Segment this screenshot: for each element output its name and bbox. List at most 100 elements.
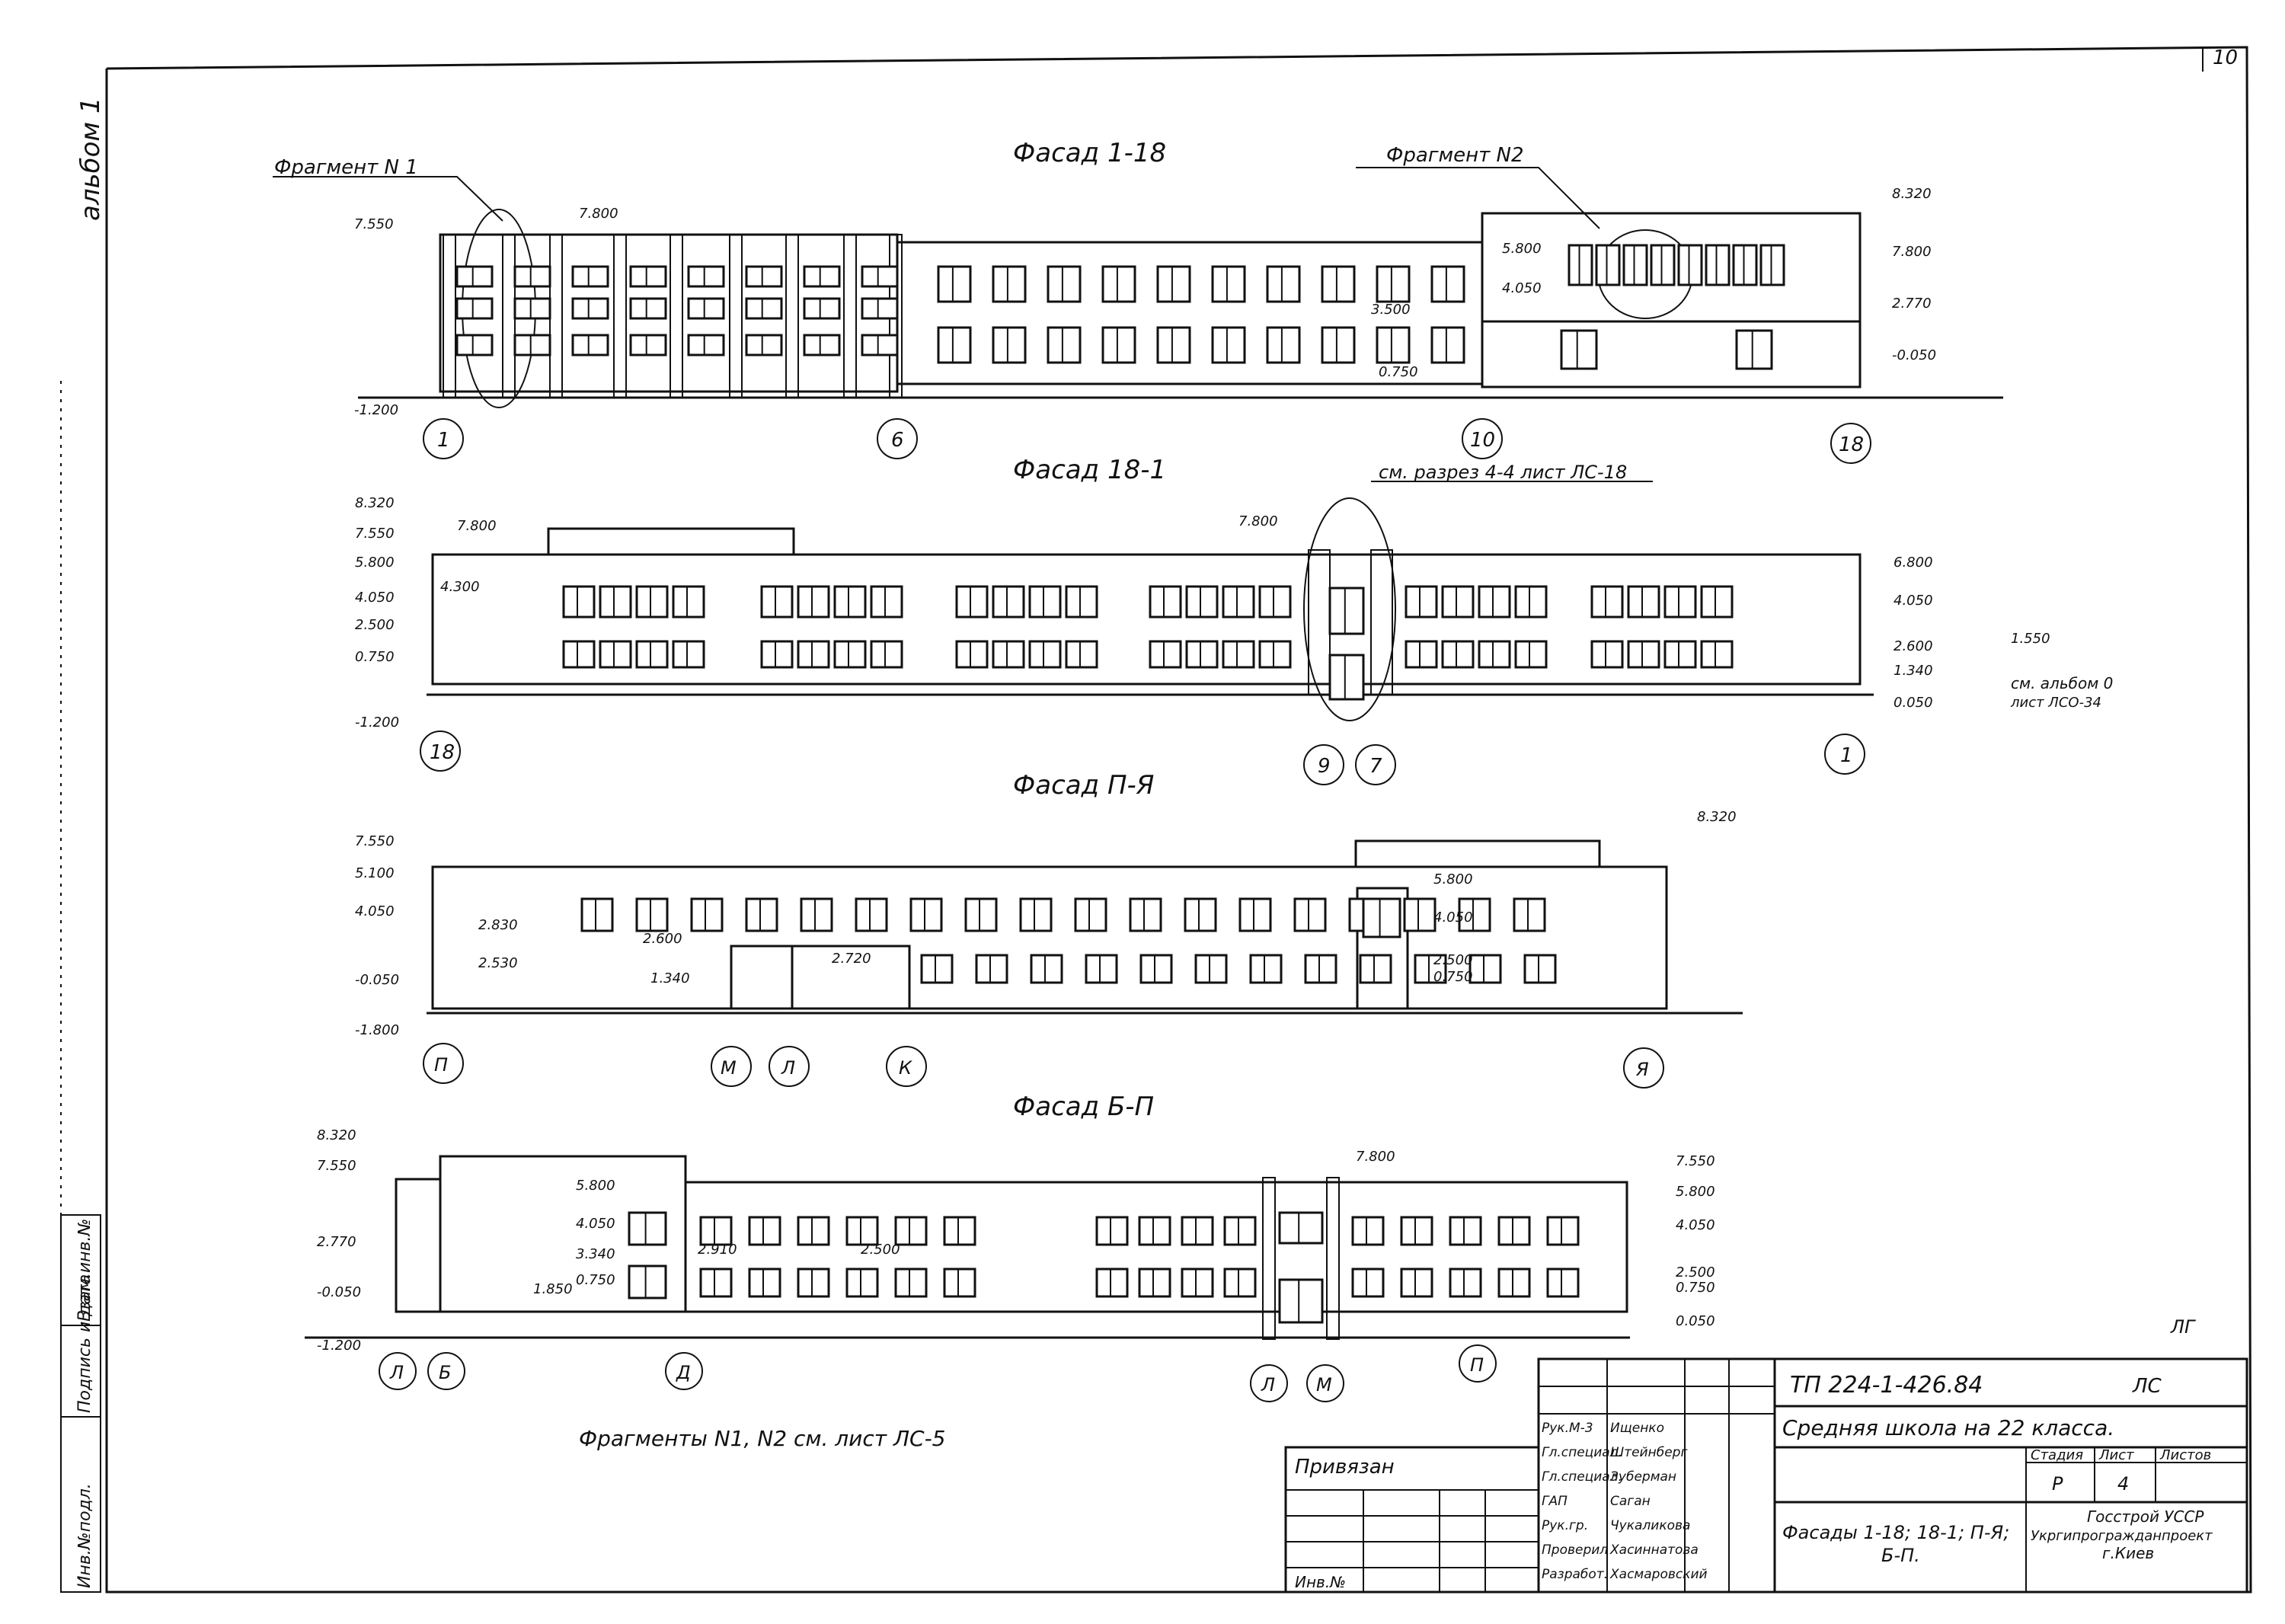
axis-label: 18 — [430, 741, 455, 764]
organization-line-3: г.Киев — [2102, 1544, 2154, 1562]
window — [1595, 244, 1621, 286]
role-name: Чукаликова — [1610, 1518, 1690, 1533]
axis-label: Л — [781, 1057, 795, 1079]
window — [1065, 640, 1098, 669]
axis-label: 1 — [437, 429, 450, 452]
window — [955, 640, 989, 669]
organization-line-2: Укргипрогражданпроект — [2031, 1528, 2213, 1544]
window — [797, 585, 830, 619]
window — [955, 585, 989, 619]
window — [571, 334, 609, 356]
window — [1351, 1268, 1385, 1298]
level-mark: 5.800 — [576, 1178, 615, 1194]
level-mark: -0.050 — [1892, 347, 1936, 363]
window — [1278, 1211, 1324, 1245]
window — [628, 1264, 667, 1300]
fragment-1-label: Фрагмент N 1 — [274, 156, 418, 179]
window — [833, 585, 867, 619]
axis-markers — [423, 418, 1871, 464]
title-block — [1284, 1357, 2248, 1594]
axis-label: Б — [439, 1362, 451, 1383]
window — [797, 1268, 830, 1298]
window — [1590, 640, 1624, 669]
level-mark: 8.320 — [317, 1127, 356, 1143]
level-mark: 3.500 — [1371, 302, 1411, 318]
role-name: Хасиннатова — [1609, 1542, 1699, 1558]
level-mark: 4.050 — [1502, 280, 1542, 296]
role-name: Ищенко — [1610, 1421, 1664, 1436]
level-mark: 0.750 — [1676, 1280, 1715, 1296]
level-mark: 1.340 — [1894, 663, 1933, 679]
window — [1278, 1278, 1324, 1324]
window — [513, 297, 551, 320]
project-name: Средняя школа на 22 класса. — [1782, 1415, 2114, 1440]
sheet-title-line-1: Фасады 1-18; 18-1; П-Я; — [1782, 1522, 2009, 1543]
window — [1149, 640, 1182, 669]
window — [1328, 587, 1365, 635]
axis-label: Я — [1635, 1059, 1649, 1080]
window — [745, 897, 778, 932]
level-mark: -0.050 — [317, 1284, 361, 1300]
level-mark: -1.200 — [354, 402, 398, 418]
window — [690, 897, 724, 932]
project-code: ТП 224-1-426.84 — [1790, 1372, 1983, 1399]
axis-label: 10 — [1470, 429, 1495, 452]
window — [629, 334, 667, 356]
level-mark: 7.550 — [355, 833, 395, 849]
window — [943, 1268, 976, 1298]
window — [672, 640, 705, 669]
window — [599, 640, 632, 669]
window — [1700, 640, 1734, 669]
window — [1627, 585, 1660, 619]
piers — [443, 234, 903, 398]
window — [1095, 1216, 1129, 1246]
axis-label: 1 — [1840, 744, 1853, 767]
window — [855, 897, 888, 932]
axis-label: 9 — [1318, 755, 1331, 778]
facade-windows — [580, 897, 1557, 984]
window — [1101, 265, 1136, 303]
axis-label: 18 — [1839, 433, 1864, 456]
window — [1138, 1216, 1171, 1246]
axis-label: П — [1470, 1354, 1484, 1376]
facade-title: Фасад Б-П — [1013, 1092, 1154, 1122]
project-mark: ЛС — [2132, 1375, 2162, 1398]
window — [635, 897, 669, 932]
window — [580, 897, 614, 932]
window — [992, 326, 1027, 364]
bottom-mark: ЛГ — [2170, 1316, 2196, 1338]
window — [800, 897, 833, 932]
window — [1405, 585, 1438, 619]
window — [797, 640, 830, 669]
window — [1185, 585, 1219, 619]
window — [1400, 1216, 1433, 1246]
sheet-title-line-2: Б-П. — [1881, 1545, 1920, 1566]
window — [1222, 640, 1255, 669]
window — [1523, 954, 1557, 984]
level-mark: 5.800 — [1676, 1184, 1715, 1200]
window — [1441, 585, 1475, 619]
window — [1497, 1268, 1531, 1298]
role-label: Рук.М-3 — [1542, 1421, 1593, 1436]
window — [745, 297, 783, 320]
window — [920, 954, 954, 984]
role-label: Разработ. — [1542, 1567, 1608, 1582]
level-mark: 2.770 — [317, 1234, 356, 1250]
window — [975, 954, 1008, 984]
level-mark: 4.050 — [576, 1216, 615, 1232]
level-mark: 8.320 — [355, 495, 395, 511]
window — [1700, 585, 1734, 619]
window — [992, 585, 1025, 619]
window — [748, 1216, 781, 1246]
facade-windows — [562, 585, 1734, 701]
roof-block — [1354, 839, 1601, 868]
window — [760, 640, 794, 669]
level-mark: 2.600 — [1894, 638, 1933, 654]
stair-window — [1356, 887, 1409, 1010]
axis-label: М — [1316, 1374, 1332, 1395]
window — [1156, 265, 1191, 303]
window — [1211, 265, 1246, 303]
level-mark: 5.800 — [1502, 241, 1542, 257]
level-mark: 7.800 — [1356, 1149, 1395, 1165]
window — [687, 265, 725, 288]
